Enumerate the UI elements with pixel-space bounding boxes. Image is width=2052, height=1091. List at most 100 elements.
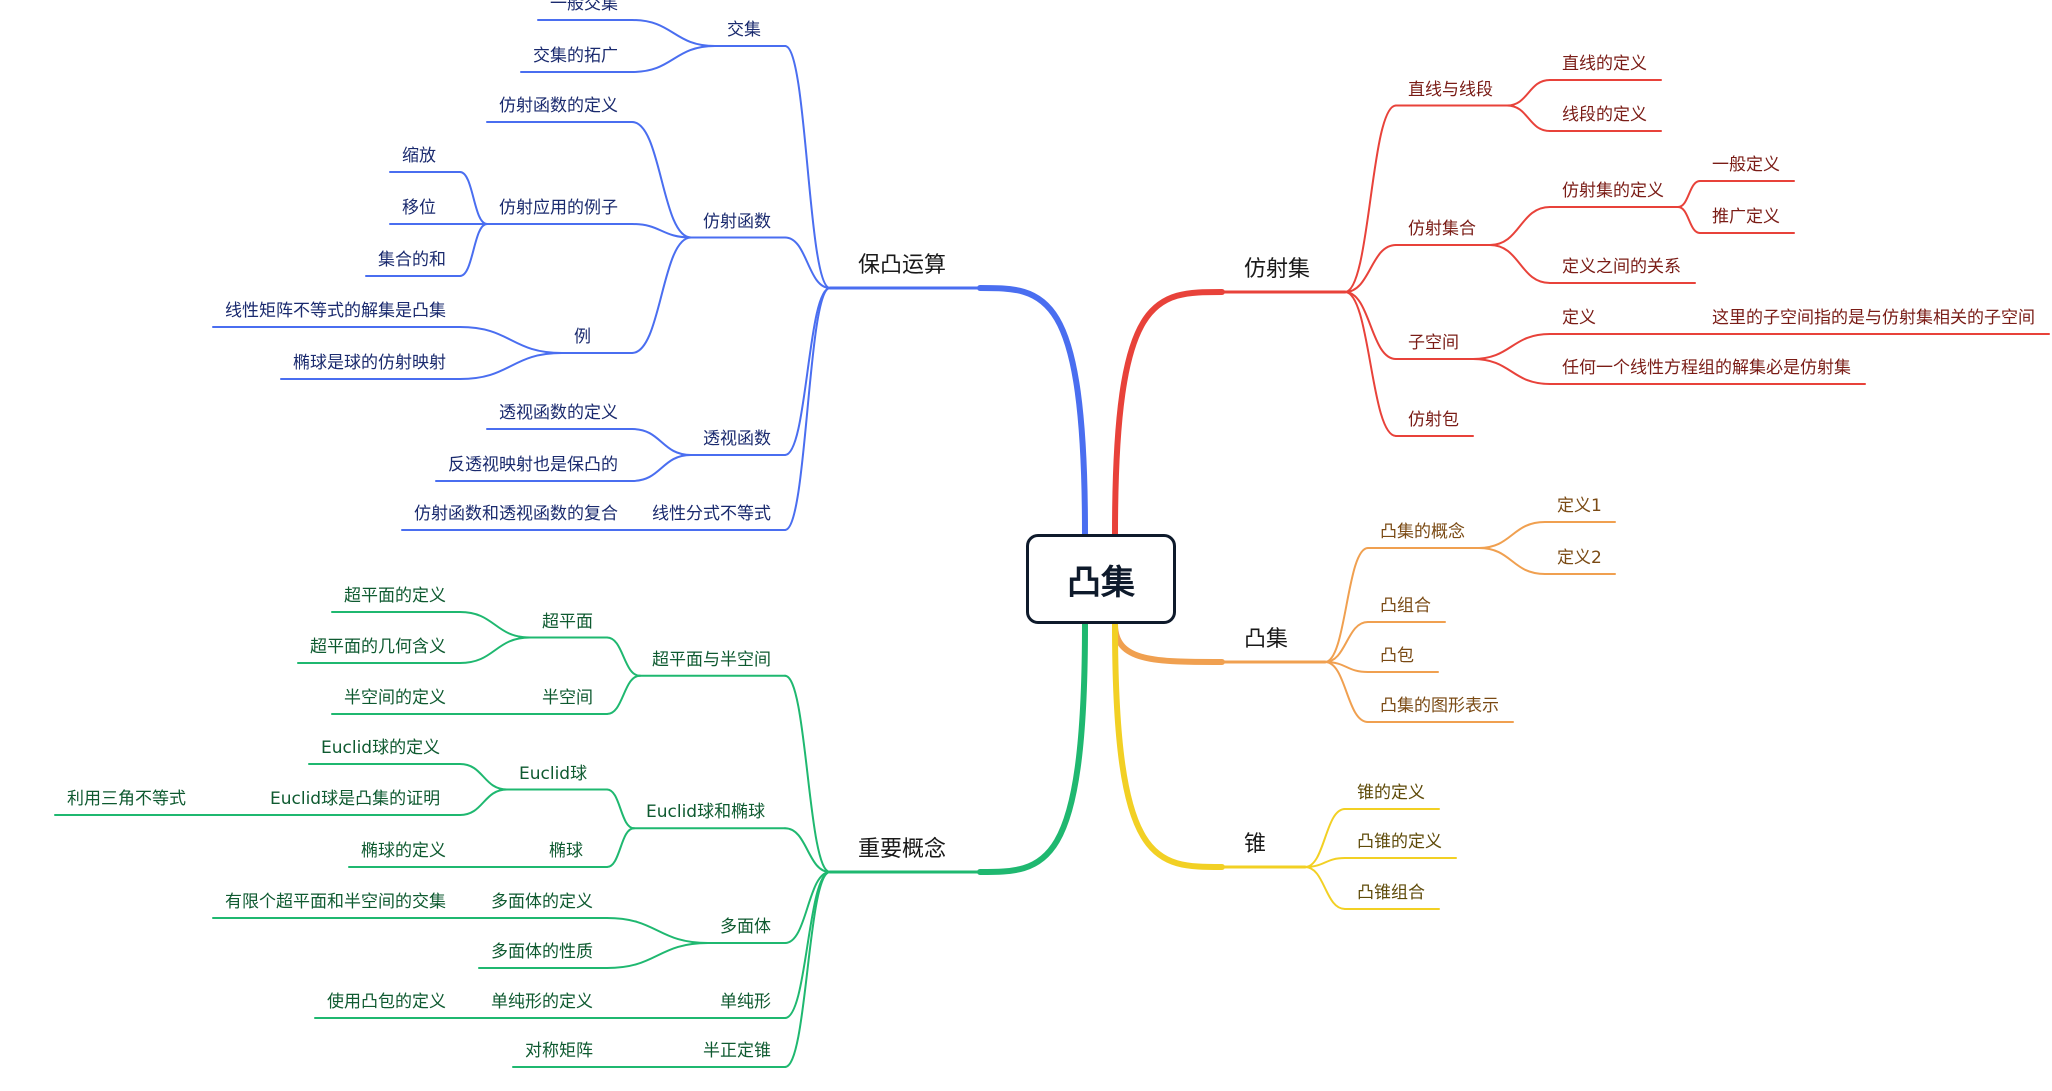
concepts-node-label[interactable]: 使用凸包的定义 (327, 992, 446, 1012)
concepts-node-label[interactable]: 超平面的定义 (344, 586, 446, 606)
concepts-edge (784, 871, 831, 944)
aff-edge (1677, 206, 1701, 234)
aff-node-label[interactable]: 一般定义 (1712, 155, 1780, 175)
aff-node-label[interactable]: 子空间 (1408, 333, 1459, 353)
ops-edge (784, 45, 831, 289)
aff-edge (1344, 104, 1397, 293)
concepts-node-label[interactable]: 对称矩阵 (525, 1041, 593, 1061)
concepts-node-label[interactable]: 多面体的定义 (491, 892, 593, 912)
concepts-edge (459, 636, 531, 664)
concepts-node-label[interactable]: 多面体的性质 (491, 942, 593, 962)
aff-node-label[interactable]: 任何一个线性方程组的解集必是仿射集 (1562, 358, 1851, 378)
aff-node-label[interactable]: 定义 (1562, 308, 1596, 328)
ops-node-label[interactable]: 移位 (402, 198, 436, 218)
ops-node-label[interactable]: 交集 (727, 20, 761, 40)
ops-branch-label[interactable]: 保凸运算 (858, 253, 947, 278)
ops-node-label[interactable]: 例 (574, 327, 591, 347)
aff-edge (1489, 206, 1551, 246)
aff-edge (1344, 244, 1397, 293)
concepts-node-label[interactable]: 椭球 (549, 841, 583, 861)
concepts-node-label[interactable]: 半空间的定义 (344, 688, 446, 708)
concepts-node-label[interactable]: Euclid球和椭球 (646, 802, 766, 823)
concepts-node-label[interactable]: 利用三角不等式 (67, 789, 186, 809)
convex-node-label[interactable]: 凸包 (1380, 646, 1414, 666)
aff-node-label[interactable]: 仿射集合 (1408, 219, 1476, 239)
concepts-edge (606, 827, 635, 868)
cone-node-label[interactable]: 凸锥的定义 (1357, 832, 1442, 852)
convex-node-label[interactable]: 凸集的概念 (1380, 522, 1465, 542)
ops-node-label[interactable]: 线性分式不等式 (652, 504, 771, 524)
convex-edge (1478, 547, 1546, 575)
concepts-node-label[interactable]: 超平面的几何含义 (310, 637, 446, 657)
concepts-node-label[interactable]: 有限个超平面和半空间的交集 (225, 892, 446, 912)
concepts-node-label[interactable]: 多面体 (720, 917, 771, 937)
aff-node-label[interactable]: 直线与线段 (1408, 79, 1493, 100)
cone-main-edge (1112, 621, 1225, 870)
aff-edge (1489, 244, 1551, 284)
root-node[interactable]: 凸集 (1026, 534, 1176, 624)
ops-node-label[interactable]: 透视函数的定义 (499, 403, 618, 423)
ops-node-label[interactable]: 仿射函数和透视函数的复合 (414, 504, 618, 524)
concepts-edge (784, 871, 831, 1068)
ops-edge (784, 287, 831, 456)
cone-node-label[interactable]: 凸锥组合 (1357, 883, 1425, 903)
concepts-node-label[interactable]: 超平面与半空间 (652, 649, 771, 670)
ops-node-label[interactable]: 仿射应用的例子 (499, 198, 618, 218)
concepts-node-label[interactable]: 单纯形 (720, 992, 771, 1012)
aff-node-label[interactable]: 线段的定义 (1562, 105, 1647, 125)
ops-node-label[interactable]: 一般交集 (550, 0, 618, 14)
concepts-branch-label[interactable]: 重要概念 (858, 837, 947, 862)
concepts-edge (459, 763, 508, 791)
ops-edge (631, 19, 716, 47)
aff-node-label[interactable]: 仿射集的定义 (1562, 181, 1664, 201)
concepts-node-label[interactable]: Euclid球是凸集的证明 (270, 789, 441, 809)
concepts-node-label[interactable]: 超平面 (542, 611, 593, 632)
aff-edge (1506, 79, 1551, 107)
concepts-node-label[interactable]: 半正定锥 (703, 1041, 771, 1061)
aff-node-label[interactable]: 直线的定义 (1562, 54, 1647, 74)
ops-node-label[interactable]: 透视函数 (703, 429, 771, 449)
concepts-node-label[interactable]: 单纯形的定义 (491, 992, 593, 1012)
cone-node-label[interactable]: 锥的定义 (1357, 783, 1425, 803)
ops-node-label[interactable]: 反透视映射也是保凸的 (448, 455, 618, 475)
concepts-node-label[interactable]: 半空间 (542, 688, 593, 708)
aff-node-label[interactable]: 定义之间的关系 (1562, 257, 1681, 277)
aff-node-label[interactable]: 这里的子空间指的是与仿射集相关的子空间 (1712, 308, 2035, 328)
ops-edge (631, 428, 692, 456)
concepts-edge (606, 636, 641, 677)
aff-edge (1677, 180, 1701, 208)
ops-edge (459, 171, 488, 225)
concepts-node-label[interactable]: Euclid球 (519, 763, 588, 784)
ops-edge (631, 45, 716, 73)
ops-node-label[interactable]: 线性矩阵不等式的解集是凸集 (225, 301, 446, 321)
cone-branch-label[interactable]: 锥 (1244, 832, 1267, 857)
concepts-node-label[interactable]: 椭球的定义 (361, 841, 446, 861)
aff-main-edge (1112, 289, 1225, 537)
concepts-edge (606, 788, 635, 830)
convex-node-label[interactable]: 凸集的图形表示 (1380, 696, 1499, 716)
concepts-edge (784, 674, 831, 873)
ops-node-label[interactable]: 仿射函数的定义 (499, 96, 618, 116)
concepts-edge (606, 942, 709, 969)
aff-edge (1472, 358, 1551, 385)
ops-node-label[interactable]: 交集的拓广 (533, 46, 618, 66)
convex-branch-label[interactable]: 凸集 (1244, 627, 1289, 652)
convex-node-label[interactable]: 凸组合 (1380, 596, 1431, 616)
aff-branch-label[interactable]: 仿射集 (1244, 257, 1311, 282)
ops-edge (631, 121, 692, 239)
ops-node-label[interactable]: 缩放 (402, 146, 436, 166)
ops-node-label[interactable]: 仿射函数 (703, 211, 771, 232)
convex-node-label[interactable]: 定义1 (1557, 496, 1602, 516)
ops-node-label[interactable]: 集合的和 (378, 250, 446, 270)
convex-node-label[interactable]: 定义2 (1557, 548, 1602, 568)
ops-node-label[interactable]: 椭球是球的仿射映射 (293, 353, 446, 373)
aff-edge (1344, 291, 1397, 437)
cone-edge (1304, 808, 1346, 868)
aff-edge (1506, 104, 1551, 132)
concepts-node-label[interactable]: Euclid球的定义 (321, 738, 441, 758)
aff-edge (1472, 333, 1551, 360)
ops-edge (784, 236, 831, 289)
concepts-edge (784, 827, 831, 873)
aff-node-label[interactable]: 仿射包 (1408, 410, 1459, 430)
aff-node-label[interactable]: 推广定义 (1712, 207, 1780, 227)
